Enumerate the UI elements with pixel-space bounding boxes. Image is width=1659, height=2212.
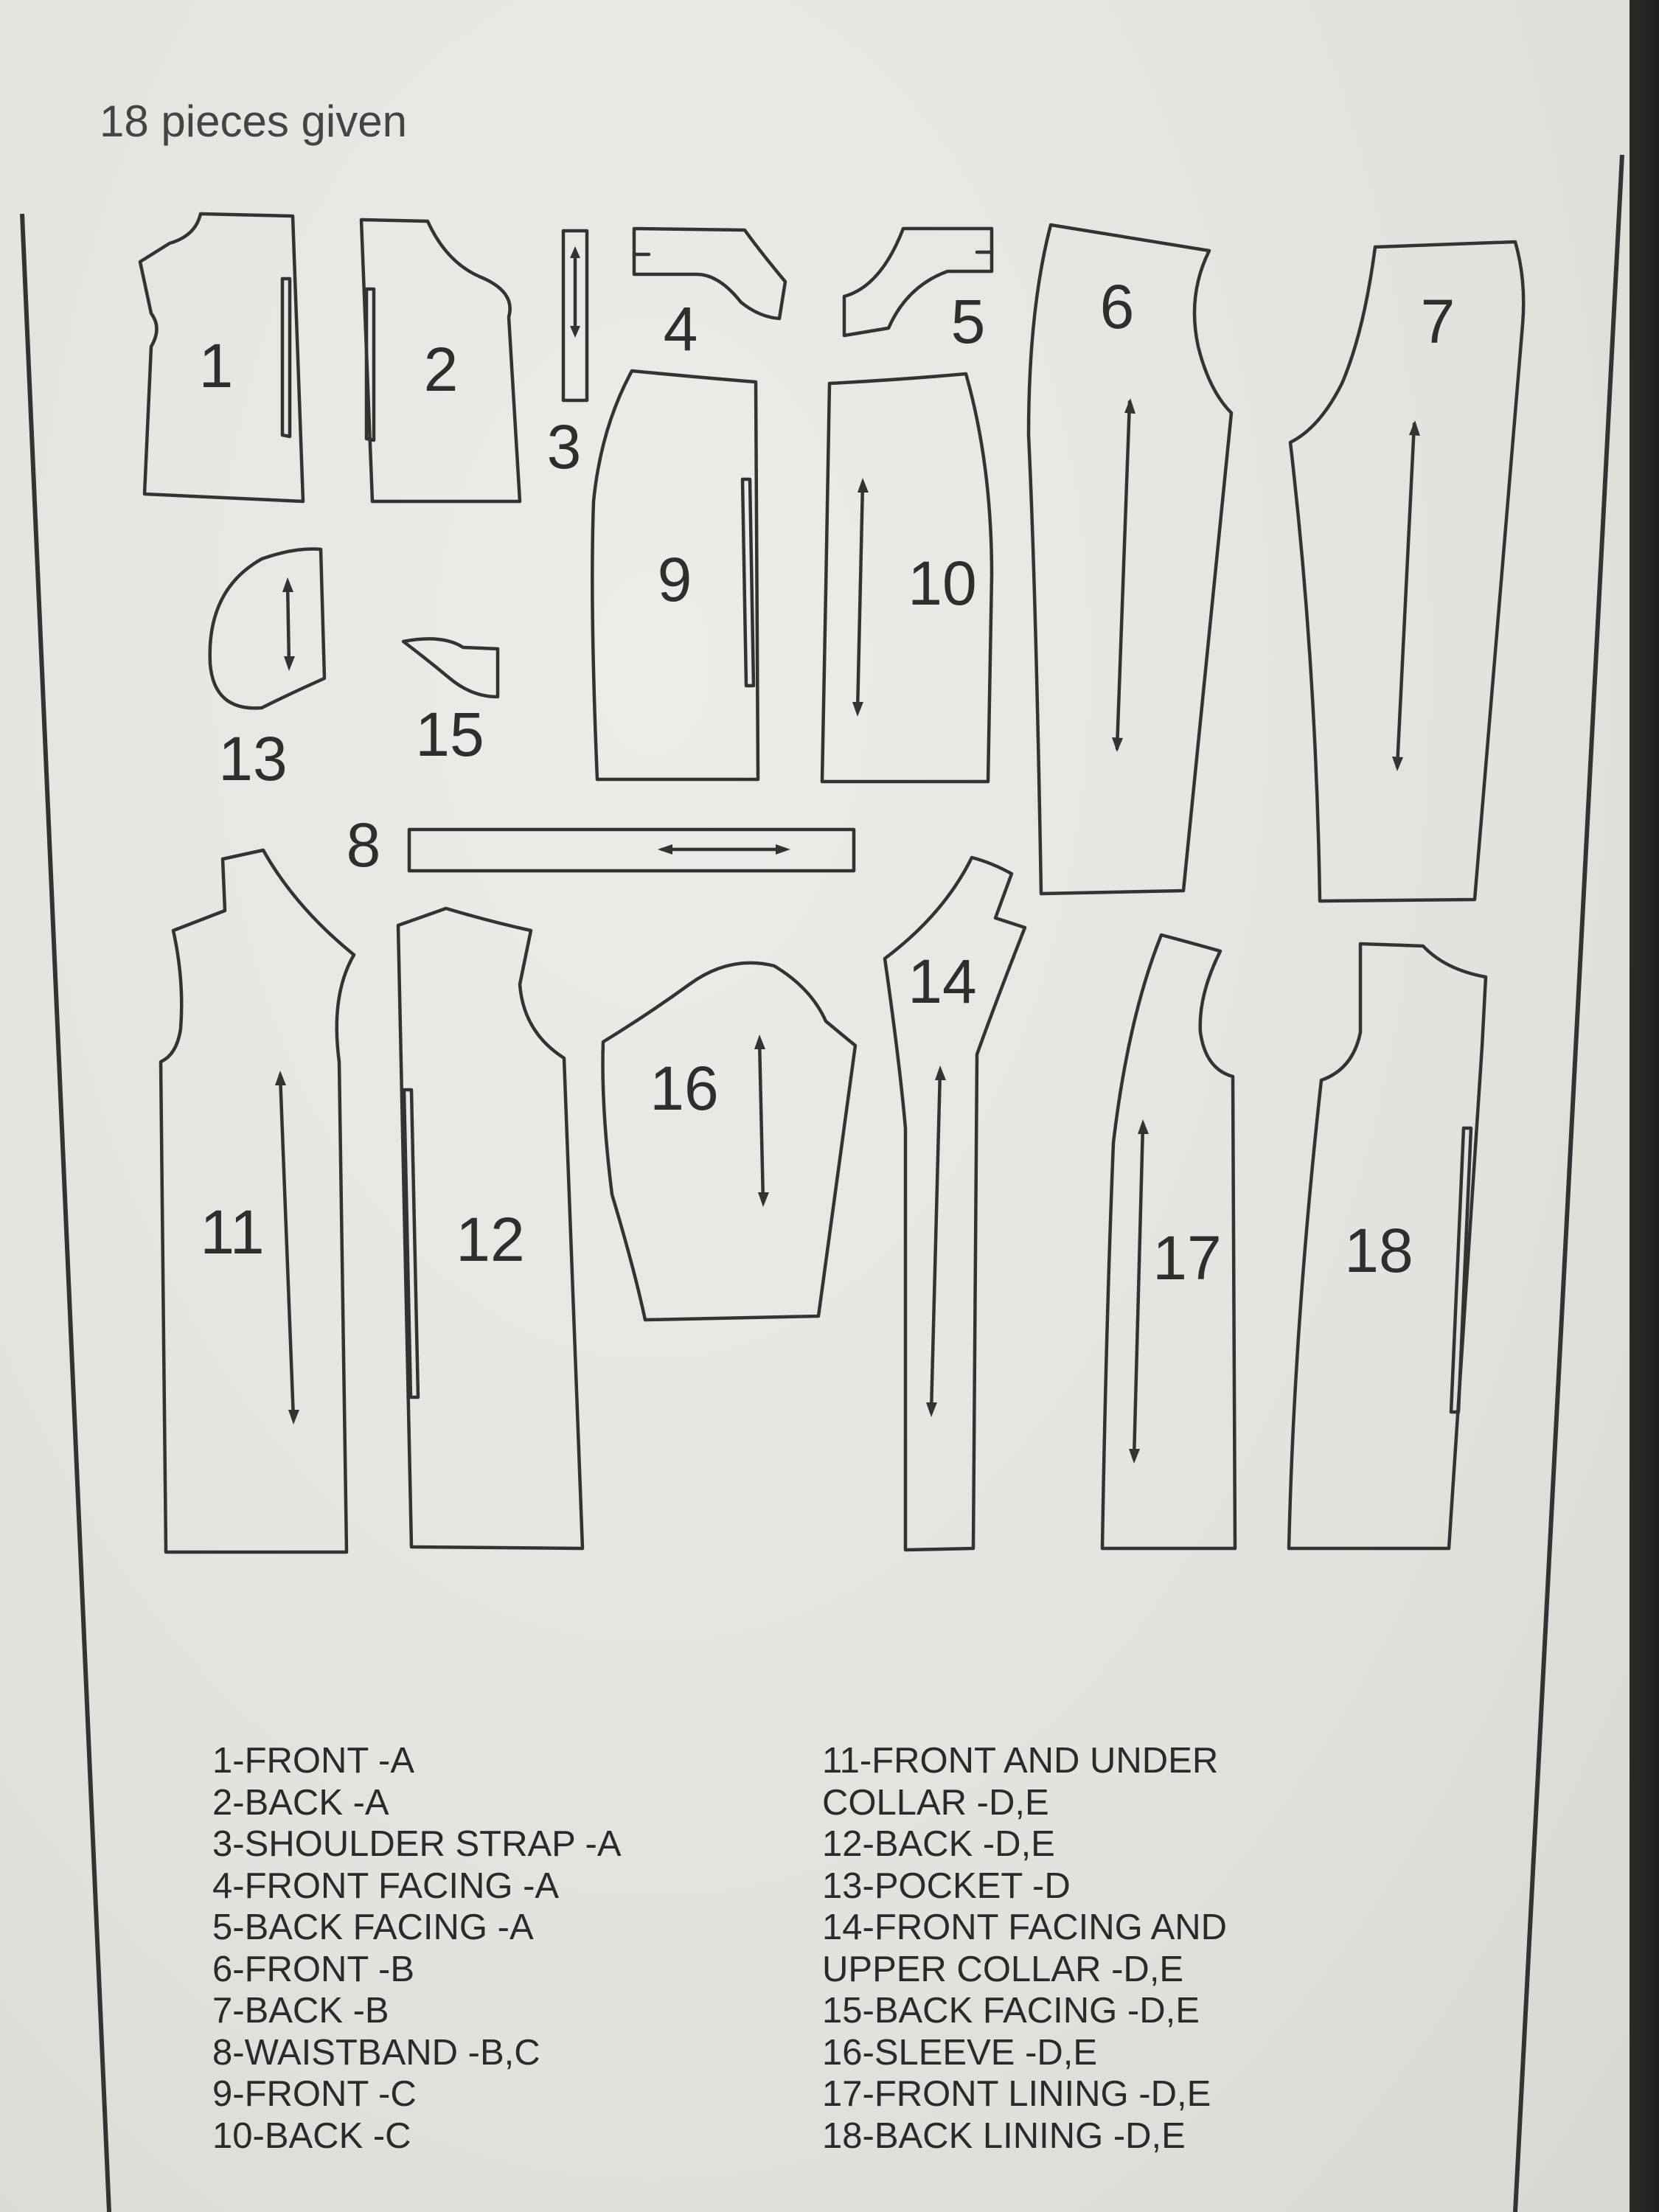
piece-11-outline [159, 848, 356, 1554]
piece-number-18: 18 [1344, 1216, 1413, 1285]
arrowhead [570, 326, 580, 338]
legend-item: 7-BACK -B [212, 1991, 389, 2031]
piece-number-16: 16 [650, 1054, 718, 1123]
piece-number-9: 9 [658, 545, 692, 614]
arrowhead [1112, 737, 1123, 752]
piece-3-outline [561, 229, 589, 403]
legend-item: COLLAR -D,E [822, 1782, 1049, 1823]
piece-number-2: 2 [424, 335, 459, 404]
legend-item: 5-BACK FACING -A [212, 1907, 534, 1947]
piece-10-outline [820, 372, 994, 784]
piece-number-6: 6 [1100, 272, 1135, 341]
piece-number-12: 12 [456, 1205, 524, 1274]
arrowhead [288, 1410, 299, 1425]
legend-item: 6-FRONT -B [212, 1949, 415, 1989]
arrowhead [1409, 420, 1420, 436]
piece-number-3: 3 [547, 412, 582, 481]
arrowhead [852, 702, 863, 717]
legend-item: 8-WAISTBAND -B,C [212, 2032, 540, 2073]
legend-item: 1-FRONT -A [212, 1741, 415, 1781]
piece-16-outline [601, 961, 858, 1322]
legend-item: 18-BACK LINING -D,E [822, 2115, 1186, 2156]
legend-item: 14-FRONT FACING AND [822, 1907, 1228, 1947]
legend-item: 2-BACK -A [212, 1782, 389, 1823]
arrowhead [1129, 1449, 1140, 1464]
piece-6-grainline [1115, 400, 1132, 751]
piece-number-13: 13 [218, 724, 287, 793]
sheet-border-right [1513, 154, 1624, 2212]
piece-17-grainline [1132, 1122, 1145, 1461]
piece-number-11: 11 [200, 1197, 264, 1267]
piece-number-15: 15 [415, 700, 484, 769]
piece-14-outline [883, 855, 1027, 1552]
legend-item: 4-FRONT FACING -A [212, 1865, 560, 1906]
arrowhead [1124, 398, 1135, 414]
legend-item: 13-POCKET -D [822, 1865, 1071, 1906]
piece-number-8: 8 [347, 810, 381, 880]
piece-6-outline [1026, 223, 1234, 896]
piece-1-outline [138, 212, 305, 504]
piece-12-outline [396, 906, 585, 1551]
piece-number-17: 17 [1152, 1223, 1221, 1293]
piece-number-10: 10 [908, 549, 976, 618]
arrowhead [754, 1034, 765, 1049]
piece-7-grainline [1395, 422, 1416, 769]
piece-13-outline [208, 547, 327, 710]
piece-15-outline [401, 637, 500, 699]
legend-item: 9-FRONT -C [212, 2074, 417, 2114]
arrowhead [658, 844, 672, 855]
piece-13-grainline [285, 580, 291, 667]
arrowhead [570, 246, 580, 258]
piece-18-outline [1287, 942, 1488, 1551]
legend-item: 12-BACK -D,E [822, 1824, 1055, 1864]
piece-number-1: 1 [199, 331, 234, 400]
piece-8-outline [407, 827, 856, 873]
piece-7-outline [1288, 240, 1526, 903]
piece-5-outline [842, 226, 994, 338]
arrowhead [776, 844, 790, 855]
legend-left-column: 1-FRONT -A 2-BACK -A 3-SHOULDER STRAP -A… [212, 1740, 622, 2157]
piece-16-grainline [757, 1037, 765, 1204]
legend-item: 11-FRONT AND UNDER [822, 1741, 1219, 1781]
piece-number-4: 4 [664, 294, 698, 364]
piece-number-5: 5 [951, 287, 986, 356]
piece-11-grainline [278, 1073, 296, 1422]
piece-number-7: 7 [1421, 287, 1455, 356]
legend-item: 15-BACK FACING -D,E [822, 1991, 1200, 2031]
piece-18-grainline [1449, 1126, 1473, 1414]
legend-right-column: 11-FRONT AND UNDER COLLAR -D,E 12-BACK -… [822, 1740, 1227, 2157]
legend-item: 3-SHOULDER STRAP -A [212, 1824, 622, 1864]
legend-item: 10-BACK -C [212, 2115, 411, 2156]
arrowhead [935, 1065, 946, 1080]
pieces-count-label: 18 pieces given [100, 97, 407, 146]
piece-2-outline [359, 218, 522, 504]
legend-item: UPPER COLLAR -D,E [822, 1949, 1184, 1989]
arrowhead [1138, 1119, 1149, 1134]
arrowhead [926, 1402, 937, 1417]
piece-number-14: 14 [908, 947, 976, 1016]
arrowhead [282, 577, 293, 592]
arrowhead [1392, 757, 1403, 771]
sheet-border-left [20, 213, 111, 2212]
piece-4-outline [632, 226, 787, 321]
arrowhead [858, 478, 869, 493]
legend-item: 17-FRONT LINING -D,E [822, 2074, 1211, 2114]
piece-9-outline [591, 369, 760, 782]
piece-17-outline [1100, 933, 1237, 1551]
piece-14-grainline [929, 1068, 942, 1414]
arrowhead [284, 656, 295, 671]
arrowhead [275, 1071, 286, 1085]
piece-2-grainline [364, 287, 376, 442]
arrowhead [758, 1192, 769, 1207]
piece-12-grainline [402, 1088, 420, 1399]
piece-1-grainline [280, 276, 292, 439]
piece-9-grainline [740, 477, 756, 688]
piece-10-grainline [855, 481, 865, 714]
legend-item: 16-SLEEVE -D,E [822, 2032, 1098, 2073]
